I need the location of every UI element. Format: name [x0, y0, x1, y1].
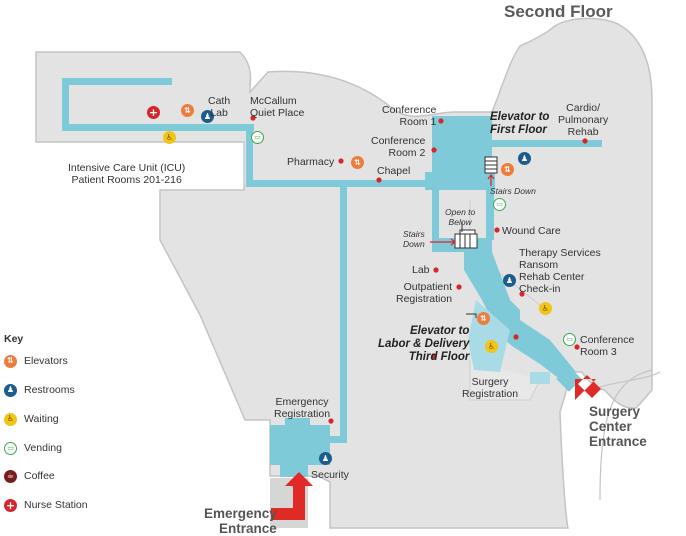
coffee-icon: ☕: [4, 469, 17, 483]
vending-icon: ▭: [493, 198, 506, 211]
key-item-elevators: ⇅ Elevators: [4, 352, 68, 370]
vending-icon: ▭: [4, 441, 17, 455]
key-item-restrooms: ♟ Restrooms: [4, 381, 75, 399]
key-label: Restrooms: [24, 384, 75, 396]
vending-icon: ▭: [251, 131, 264, 144]
elevator-icon: ⇅: [351, 156, 364, 169]
waiting-icon: ♿: [485, 340, 498, 353]
label-mccallum: McCallum Quiet Place: [250, 95, 305, 119]
floor-title: Second Floor: [504, 2, 613, 21]
key-item-vending: ▭ Vending: [4, 439, 62, 457]
label-stairs-down-2: Stairs Down: [403, 229, 425, 249]
waiting-icon: ♿: [539, 302, 552, 315]
elevator-icon: ⇅: [181, 104, 194, 117]
nurse-station-icon: +: [147, 106, 160, 119]
waiting-icon: ♿: [4, 412, 17, 426]
label-icu: Intensive Care Unit (ICU) Patient Rooms …: [68, 162, 186, 186]
key-label: Vending: [24, 442, 62, 454]
label-conference-room-3: Conference Room 3: [580, 334, 635, 358]
label-elevator-labor-delivery: Elevator to Labor & Delivery Third Floor: [378, 325, 470, 363]
label-conference-room-2: Conference Room 2: [371, 135, 426, 159]
surgery-walkway: [599, 369, 653, 501]
key-label: Waiting: [24, 413, 59, 425]
elevator-icon: ⇅: [501, 163, 514, 176]
label-cath-lab: Cath Lab: [208, 95, 231, 119]
restroom-icon: ♟: [518, 152, 531, 165]
elevator-icon: ⇅: [4, 354, 17, 368]
corridors: [62, 78, 602, 477]
label-stairs-down-1: Stairs Down: [490, 186, 536, 196]
key-item-waiting: ♿ Waiting: [4, 410, 59, 428]
key-label: Coffee: [24, 470, 55, 482]
label-wound-care: Wound Care: [502, 225, 561, 237]
nurse-station-icon: +: [4, 498, 17, 512]
label-emergency-entrance: Emergency Entrance: [204, 506, 277, 536]
stairs-pointer: [487, 174, 495, 186]
label-surgery-center-entrance: Surgery Center Entrance: [589, 404, 647, 449]
key-item-coffee: ☕ Coffee: [4, 467, 55, 485]
location-dots: [250, 115, 588, 424]
surgery-entrance-arrow: [575, 375, 601, 400]
stairs-first-floor: [484, 156, 498, 174]
label-lab: Lab: [412, 264, 430, 276]
label-elevator-first-floor: Elevator to First Floor: [490, 111, 550, 136]
label-surgery-registration: Surgery Registration: [462, 376, 519, 400]
stairs-pointer: [430, 238, 456, 246]
key-label: Elevators: [24, 355, 68, 367]
elevator-icon: ⇅: [477, 312, 490, 325]
elevator-labor-pointer: [466, 313, 477, 318]
restroom-icon: ♟: [4, 383, 17, 397]
label-outpatient-registration: Outpatient Registration: [396, 281, 453, 305]
key-title: Key: [4, 333, 24, 345]
label-emergency-registration: Emergency Registration: [274, 396, 331, 420]
label-therapy-services: Therapy Services Ransom Rehab Center Che…: [519, 247, 601, 295]
stairs-down-center: [454, 229, 478, 249]
label-chapel: Chapel: [377, 165, 411, 177]
label-pharmacy: Pharmacy: [287, 156, 335, 168]
restroom-icon: ♟: [201, 110, 214, 123]
emergency-entrance-arrow: [271, 472, 313, 520]
label-conference-room-1: Conference Room 1: [382, 104, 437, 128]
label-security: Security: [311, 469, 349, 481]
restroom-icon: ♟: [503, 274, 516, 287]
key-item-nurse-station: + Nurse Station: [4, 496, 88, 514]
waiting-icon: ♿: [163, 131, 176, 144]
label-open-to-below: Open to Below: [445, 207, 476, 227]
key-label: Nurse Station: [24, 499, 88, 511]
restroom-icon: ♟: [319, 452, 332, 465]
label-cardio-pulmonary-rehab: Cardio/ Pulmonary Rehab: [558, 102, 609, 138]
vending-icon: ▭: [563, 333, 576, 346]
